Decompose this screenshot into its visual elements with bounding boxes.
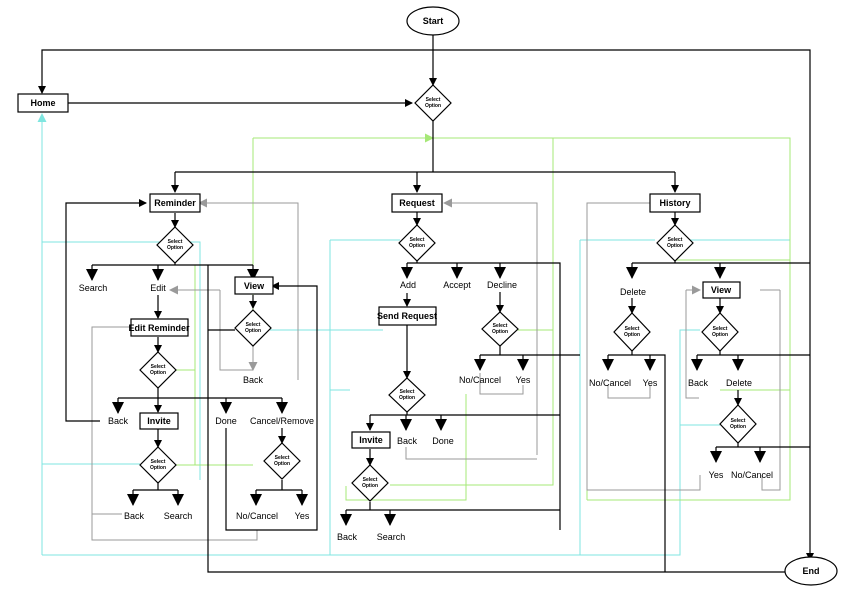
request-decline-label: Decline — [487, 280, 517, 290]
request-back-label: Back — [397, 436, 418, 446]
start-label: Start — [423, 16, 444, 26]
reminder-view-node: View — [234, 276, 274, 295]
green-connectors — [140, 133, 791, 501]
request-done-label: Done — [432, 436, 454, 446]
reminder-invite-label: Invite — [147, 416, 171, 426]
grey-back-connectors — [91, 198, 781, 541]
request-invite-label: Invite — [359, 435, 383, 445]
history-view-node: View — [702, 281, 741, 299]
reminder-invite-search-label: Search — [164, 511, 193, 521]
reminder-search-label: Search — [79, 283, 108, 293]
reminder-view-label: View — [244, 281, 265, 291]
edit-reminder-node: Edit Reminder — [128, 318, 190, 337]
reminder-yes-label: Yes — [295, 511, 310, 521]
start-terminal: Start — [406, 6, 460, 36]
request-add-label: Add — [400, 280, 416, 290]
send-request-label: Send Request — [377, 311, 437, 321]
reminder-edit-label: Edit — [150, 283, 166, 293]
cyan-connectors — [37, 113, 790, 556]
request-label: Request — [399, 198, 435, 208]
reminder-view-back-label: Back — [243, 375, 264, 385]
edit-reminder-label: Edit Reminder — [128, 323, 190, 333]
reminder-node: Reminder — [149, 193, 201, 213]
request-invite-search-label: Search — [377, 532, 406, 542]
history-label: History — [659, 198, 690, 208]
request-node: Request — [391, 193, 443, 213]
history-labels: Delete No/Cancel Yes Back Delete Yes No/… — [589, 287, 773, 480]
request-labels: Add Accept Decline No/Cancel Yes Back Do… — [337, 280, 531, 542]
history-delete-label: Delete — [620, 287, 646, 297]
history-view-delete-label: Delete — [726, 378, 752, 388]
history-yes-label: Yes — [643, 378, 658, 388]
request-accept-label: Accept — [443, 280, 471, 290]
history-no-cancel2-label: No/Cancel — [731, 470, 773, 480]
home-label: Home — [30, 98, 55, 108]
reminder-no-cancel-label: No/Cancel — [236, 511, 278, 521]
request-no-cancel-label: No/Cancel — [459, 375, 501, 385]
reminder-cancel-remove-label: Cancel/Remove — [250, 416, 314, 426]
home-node: Home — [17, 93, 69, 113]
send-request-node: Send Request — [377, 306, 437, 326]
end-terminal: End — [784, 556, 838, 586]
history-view-back-label: Back — [688, 378, 709, 388]
request-invite-node: Invite — [351, 431, 391, 449]
reminder-done-label: Done — [215, 416, 237, 426]
history-node: History — [649, 193, 701, 213]
end-label: End — [803, 566, 820, 576]
reminder-back-label: Back — [108, 416, 129, 426]
request-yes-label: Yes — [516, 375, 531, 385]
main-connectors — [38, 35, 814, 573]
reminder-label: Reminder — [154, 198, 196, 208]
history-no-cancel-label: No/Cancel — [589, 378, 631, 388]
reminder-invite-node: Invite — [139, 412, 179, 430]
request-invite-back-label: Back — [337, 532, 358, 542]
history-yes2-label: Yes — [709, 470, 724, 480]
reminder-invite-back-label: Back — [124, 511, 145, 521]
history-view-label: View — [711, 285, 732, 295]
reminder-labels: Search Edit Back Back Done Cancel/Remove… — [79, 283, 314, 521]
